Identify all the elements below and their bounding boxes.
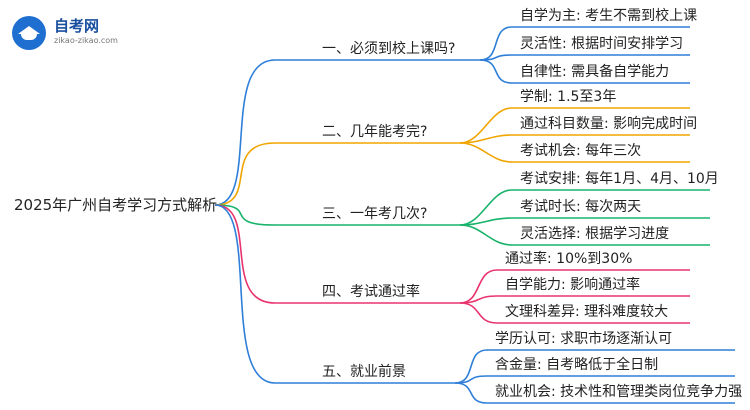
leaf-connector xyxy=(479,54,513,61)
branch-connector xyxy=(214,204,276,384)
leaf-label: 自律性: 需具备自学能力 xyxy=(520,64,670,80)
root-topic: 2025年广州自考学习方式解析 xyxy=(14,196,218,214)
branch-label: 一、必须到校上课吗? xyxy=(322,41,456,57)
leaf-connector xyxy=(459,142,513,163)
branch-connector xyxy=(214,142,276,206)
leaf-label: 灵活选择: 根据学习进度 xyxy=(520,226,670,242)
leaf-connector xyxy=(459,134,513,144)
logo-title: 自考网 xyxy=(54,17,100,35)
branch-label: 四、考试通过率 xyxy=(322,284,420,300)
leaf-label: 学历认可: 求职市场逐渐认可 xyxy=(495,331,673,347)
leaf-label: 自学为主: 考生不需到校上课 xyxy=(520,8,698,24)
graduation-cap-icon xyxy=(12,16,46,50)
leaf-connector xyxy=(459,217,513,226)
leaf-label: 考试时长: 每次两天 xyxy=(520,199,642,215)
leaf-label: 考试机会: 每年三次 xyxy=(520,143,642,159)
leaf-label: 学制: 1.5至3年 xyxy=(520,89,617,105)
branch-connector xyxy=(214,204,276,304)
branch-label: 二、几年能考完? xyxy=(322,124,428,140)
leaf-label: 灵活性: 根据时间安排学习 xyxy=(520,36,684,52)
branch-label: 三、一年考几次? xyxy=(322,206,428,222)
leaf-connector xyxy=(459,269,498,304)
branch-connector xyxy=(214,59,276,206)
leaf-connector xyxy=(459,189,513,226)
leaf-label: 考试安排: 每年1月、4月、10月 xyxy=(520,171,719,187)
leaf-label: 含金量: 自考略低于全日制 xyxy=(495,357,659,373)
leaf-label: 通过率: 10%到30% xyxy=(505,251,633,267)
leaf-label: 文理科差异: 理科难度较大 xyxy=(505,304,669,320)
leaf-connector xyxy=(459,302,498,324)
leaf-label: 自学能力: 影响通过率 xyxy=(505,277,641,293)
branch-connector xyxy=(214,204,276,226)
leaf-label: 就业机会: 技术性和管理类岗位竞争力强 xyxy=(495,384,743,400)
branch-label: 五、就业前景 xyxy=(322,364,406,380)
site-logo: 自考网 zikao-zikao.com xyxy=(12,14,132,54)
leaf-connector xyxy=(454,382,488,404)
leaf-label: 通过科目数量: 影响完成时间 xyxy=(520,116,698,132)
leaf-connector xyxy=(454,349,488,384)
leaf-connector xyxy=(459,107,513,144)
leaf-connector xyxy=(479,59,513,84)
leaf-connector xyxy=(459,224,513,246)
logo-url: zikao-zikao.com xyxy=(54,36,118,45)
